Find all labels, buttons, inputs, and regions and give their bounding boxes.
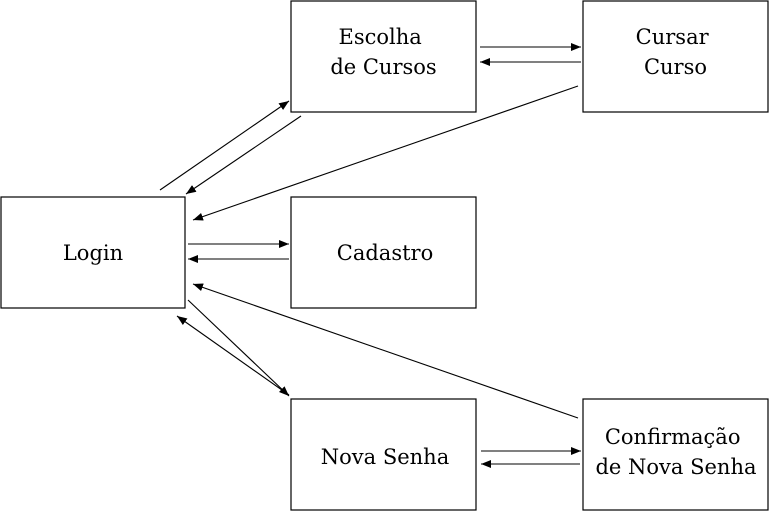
node-label: Cadastro bbox=[337, 241, 433, 265]
node-login: Login bbox=[0, 196, 186, 309]
node-box bbox=[582, 398, 769, 511]
edges-layer bbox=[159, 43, 581, 468]
arrow-confirmacao-to-login bbox=[192, 283, 579, 419]
node-box bbox=[290, 0, 477, 113]
node-nova-senha: Nova Senha bbox=[290, 398, 477, 511]
arrow-escolha-to-login bbox=[185, 115, 302, 195]
node-label-line: Escolha bbox=[339, 25, 422, 49]
arrow-login-to-escolha bbox=[159, 100, 290, 191]
node-label-line: Curso bbox=[644, 55, 707, 79]
node-label-line: Cursar bbox=[636, 25, 710, 49]
node-box bbox=[0, 196, 186, 309]
node-label: Nova Senha bbox=[321, 445, 449, 469]
node-confirmacao-de-nova-senha: Confirmação de Nova Senha bbox=[582, 398, 769, 511]
node-label-line: Confirmação bbox=[605, 425, 741, 449]
node-escolha-de-cursos: Escolha de Cursos bbox=[290, 0, 477, 113]
node-label-line: de Nova Senha bbox=[595, 455, 756, 479]
node-cursar-curso: Cursar Curso bbox=[582, 0, 769, 113]
arrow-login-to-nova-senha bbox=[187, 299, 290, 397]
node-label-line: Nova Senha bbox=[321, 445, 449, 469]
node-label-line: de Cursos bbox=[330, 55, 436, 79]
arrow-cursar-to-login bbox=[192, 85, 579, 221]
node-label: Confirmação de Nova Senha bbox=[595, 425, 756, 479]
node-label: Login bbox=[63, 241, 123, 265]
arrow-nova-senha-to-login bbox=[176, 315, 290, 396]
node-label: Escolha de Cursos bbox=[330, 25, 436, 79]
node-box bbox=[290, 398, 477, 511]
node-label: Cursar Curso bbox=[636, 25, 716, 79]
node-box bbox=[290, 196, 477, 309]
node-label-line: Login bbox=[63, 241, 123, 265]
node-cadastro: Cadastro bbox=[290, 196, 477, 309]
node-box bbox=[582, 0, 769, 113]
node-label-line: Cadastro bbox=[337, 241, 433, 265]
